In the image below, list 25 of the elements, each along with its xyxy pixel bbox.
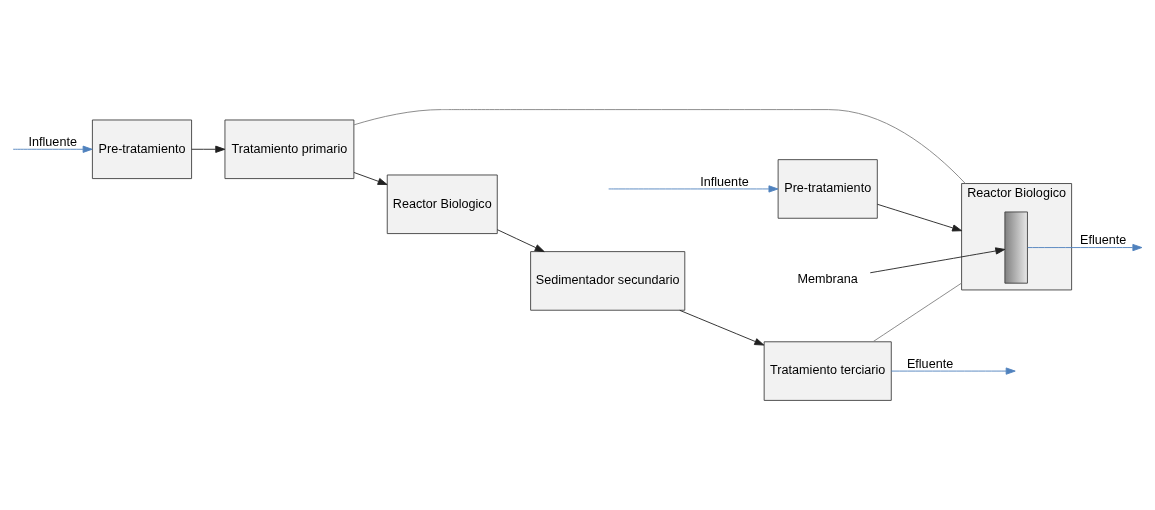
- node-box: Reactor Biologico: [386, 174, 498, 235]
- node-bar: [1004, 211, 1028, 284]
- node-box: Pre-tratamiento: [91, 119, 193, 180]
- node-text: Membrana: [797, 272, 858, 287]
- arrow: [12, 145, 93, 153]
- arrow: [890, 367, 1016, 375]
- node-box: Sedimentador secundario: [530, 251, 686, 311]
- edge-label: Influente: [28, 134, 77, 149]
- connector: [872, 282, 963, 343]
- edge-label: Efluente: [1080, 233, 1127, 248]
- arrow: [679, 309, 765, 346]
- arrow: [496, 229, 545, 253]
- node-box: Pre-tratamiento: [777, 159, 878, 219]
- connector: [353, 109, 966, 184]
- arrow: [876, 203, 963, 232]
- arrow: [353, 172, 388, 185]
- edge-label: Efluente: [906, 356, 954, 371]
- edge-label: Influente: [700, 174, 749, 189]
- arrow: [191, 145, 226, 153]
- cluster: Reactor Biologico: [961, 183, 1073, 291]
- arrow: [1027, 243, 1143, 252]
- node-box: Tratamiento primario: [224, 119, 355, 180]
- arrow: [608, 185, 779, 193]
- arrow: [869, 247, 1006, 274]
- node-box: Tratamiento terciario: [763, 341, 892, 401]
